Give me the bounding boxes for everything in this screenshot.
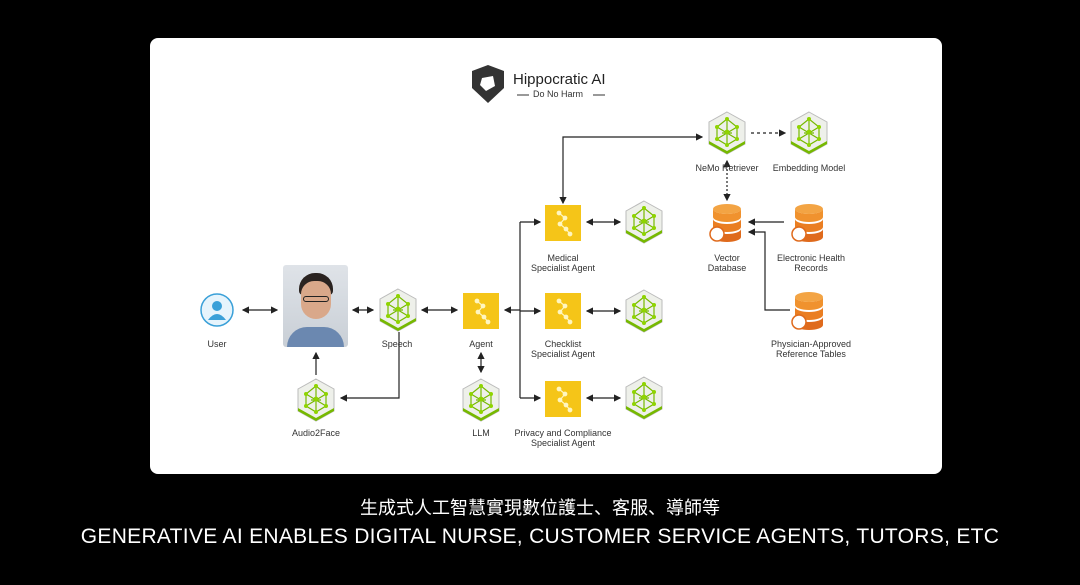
speech-audio2face-link bbox=[339, 332, 400, 402]
speech-nim-icon bbox=[378, 288, 418, 332]
privacy-agent-icon bbox=[545, 381, 581, 417]
user-label: User bbox=[207, 339, 227, 349]
medical-nemo-link bbox=[559, 133, 704, 205]
nemo-retriever-label: NeMo Retriever bbox=[695, 163, 759, 173]
audio2face-nim-icon bbox=[296, 378, 336, 422]
digital-human-avatar bbox=[283, 265, 348, 347]
subtitle-chinese: 生成式人工智慧實現數位護士、客服、導師等 bbox=[360, 498, 720, 519]
llm-nim-icon bbox=[461, 378, 501, 422]
checklist-agent-icon bbox=[545, 293, 581, 329]
brand-tagline: Do No Harm bbox=[533, 89, 584, 99]
medical-agent-icon bbox=[545, 205, 581, 241]
speech-label: Speech bbox=[381, 339, 413, 349]
audio2face-label: Audio2Face bbox=[291, 428, 341, 438]
agent-icon bbox=[463, 293, 499, 329]
llm-label: LLM bbox=[472, 428, 490, 438]
agent-branch bbox=[505, 222, 521, 398]
checklist-nim-icon bbox=[624, 289, 664, 333]
phys-vector-link bbox=[747, 228, 790, 311]
vector-database-icon bbox=[709, 203, 745, 243]
ehr-database-icon bbox=[791, 203, 827, 243]
nemo-retriever-icon bbox=[707, 111, 747, 155]
agent-label: Agent bbox=[469, 339, 493, 349]
embedding-model-icon bbox=[789, 111, 829, 155]
medical-nim-icon bbox=[624, 200, 664, 244]
subtitle-english: GENERATIVE AI ENABLES DIGITAL NURSE, CUS… bbox=[80, 525, 1000, 548]
embedding-model-label: Embedding Model bbox=[772, 163, 846, 173]
privacy-nim-icon bbox=[624, 376, 664, 420]
brand-name: Hippocratic AI bbox=[513, 71, 606, 88]
user-icon bbox=[200, 293, 234, 332]
reference-tables-database-icon bbox=[791, 291, 827, 331]
hippocratic-logo bbox=[471, 64, 505, 109]
